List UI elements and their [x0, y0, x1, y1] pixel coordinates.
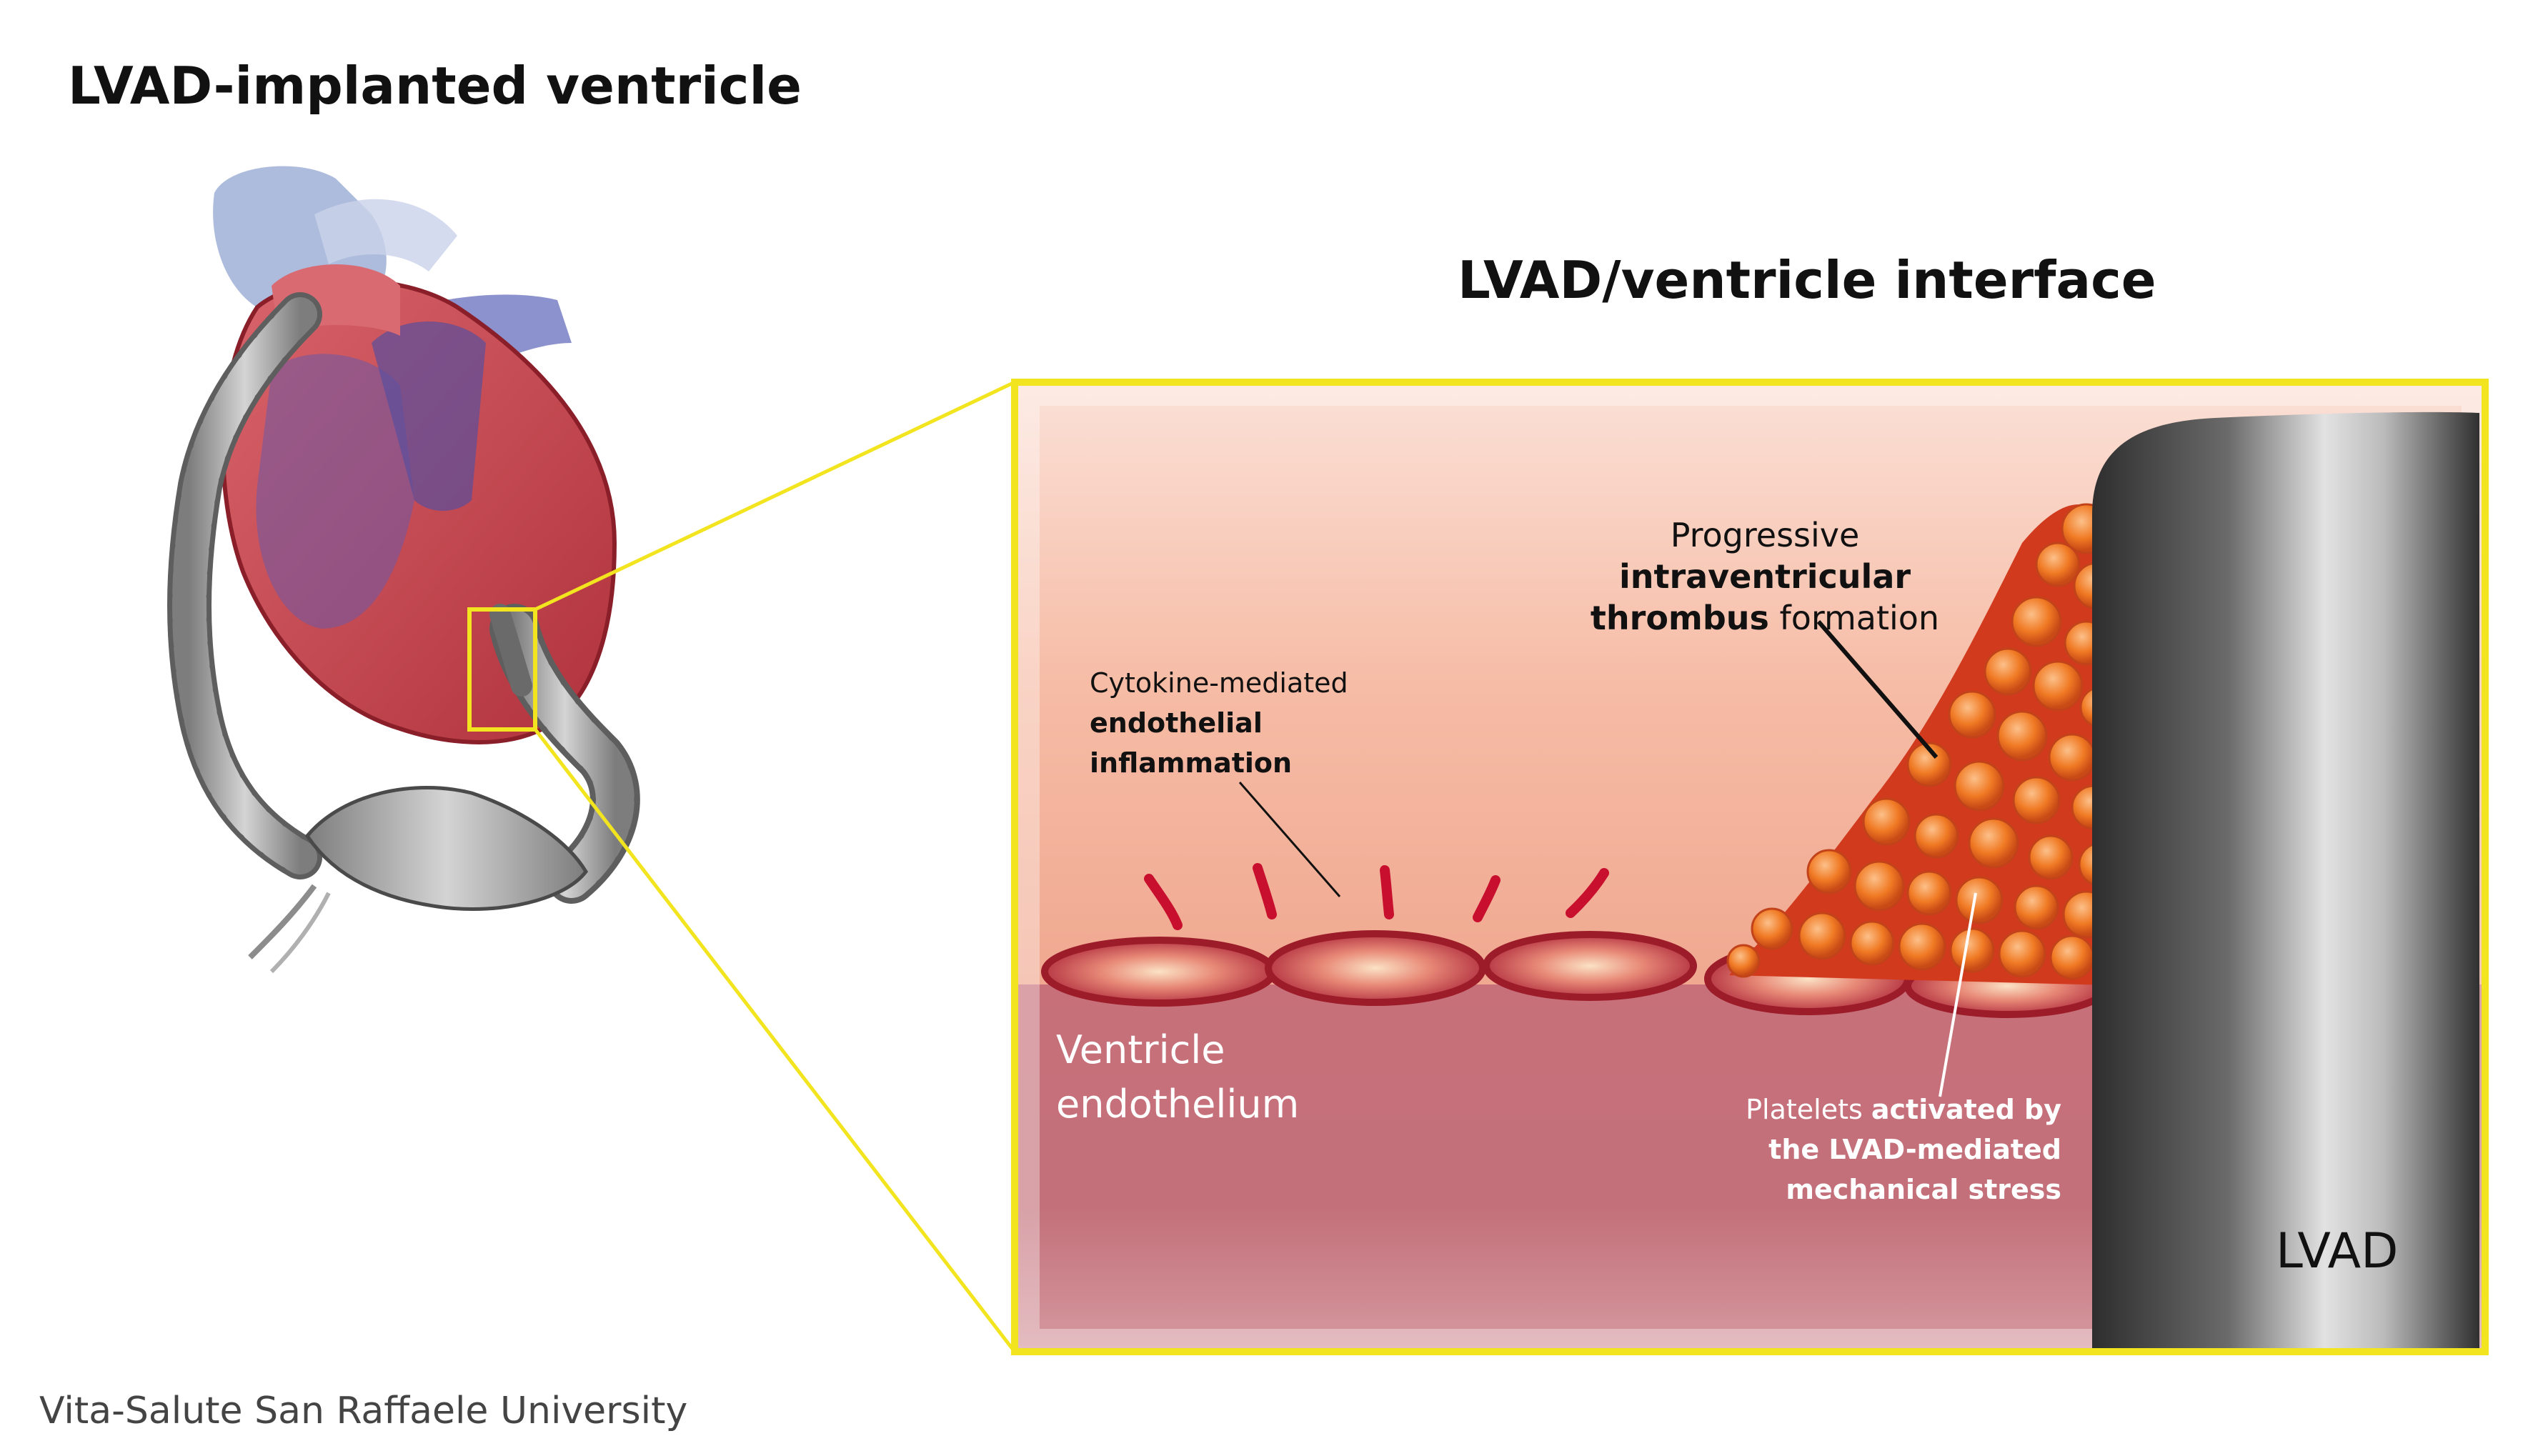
platelet: [2035, 542, 2081, 587]
platelet: [2012, 776, 2061, 824]
platelet: [1798, 912, 1846, 960]
interface-title: LVAD/ventricle interface: [1458, 250, 2156, 310]
platelet: [1996, 710, 2048, 762]
pump-cable-2: [269, 892, 331, 974]
platelets-label: Platelets activated by the LVAD-mediated…: [1643, 1089, 2061, 1210]
endothelial-cell: [1265, 930, 1486, 1006]
platelet: [1806, 849, 1852, 894]
vein-vessel: [314, 199, 457, 271]
platelet: [1906, 742, 1952, 787]
pump-housing: [304, 786, 589, 911]
cytokine-pointer: [1238, 782, 1341, 897]
platelet: [1954, 760, 2005, 812]
cytokine-label-line: endothelial: [1090, 707, 1263, 739]
thrombus-pointer: [1816, 620, 1939, 759]
platelet: [1898, 922, 1946, 971]
lvad-device: [2092, 412, 2479, 1350]
lvad-label: LVAD: [2276, 1223, 2399, 1280]
zoom-box-small: [467, 607, 537, 732]
platelets-pointer: [1939, 892, 1977, 1097]
interface-panel: [1018, 384, 2483, 1350]
cytokine-label: Cytokine-mediated endothelial inflammati…: [1090, 663, 1348, 783]
zoom-line-top: [534, 380, 1016, 612]
platelet: [1906, 870, 1952, 916]
platelet: [1998, 929, 2046, 978]
platelet: [1914, 813, 1959, 859]
platelet: [1849, 920, 1895, 966]
heart-illustration: [167, 166, 640, 974]
endothelial-cell: [1041, 937, 1277, 1007]
ventricle-endothelium-label: Ventricle endothelium: [1056, 1023, 1299, 1132]
platelet: [1949, 927, 1995, 973]
thrombus-label: Progressive intraventricular thrombus fo…: [1536, 514, 1994, 639]
zoom-box-large: [1011, 379, 2489, 1355]
platelet: [2048, 733, 2096, 782]
platelet: [1862, 797, 1911, 846]
apical-insert: [489, 604, 532, 697]
platelet: [1955, 876, 2004, 924]
platelets-label-part: Platelets: [1746, 1094, 1871, 1125]
credit-text: Vita-Salute San Raffaele University: [39, 1390, 688, 1432]
cytokine-label-line: inflammation: [1090, 747, 1293, 779]
platelet: [1726, 944, 1761, 978]
ventricle-label-line: Ventricle: [1056, 1027, 1225, 1072]
platelet: [1968, 817, 2019, 869]
platelet: [2032, 660, 2084, 712]
thrombus-label-part: thrombus: [1590, 599, 1769, 637]
right-chamber: [256, 354, 414, 629]
ventricle-label-line: endothelium: [1056, 1082, 1300, 1127]
main-title: LVAD-implanted ventricle: [68, 56, 802, 116]
inflammation-marks: [1144, 863, 1609, 930]
outflow-graft-inner: [172, 297, 317, 874]
pulmonary-trunk: [372, 321, 486, 511]
platelet: [1984, 647, 2032, 696]
platelet: [2028, 834, 2074, 880]
thrombus-label-part: intraventricular: [1618, 557, 1911, 596]
platelet: [2011, 596, 2062, 647]
platelets-label-line: mechanical stress: [1786, 1174, 2061, 1205]
pump-cable: [248, 884, 317, 959]
platelet: [2014, 884, 2059, 930]
cytokine-label-line: Cytokine-mediated: [1090, 667, 1348, 699]
platelet: [1751, 907, 1793, 950]
endothelial-cell: [1483, 931, 1697, 1001]
platelet: [2049, 934, 2095, 980]
thrombus-label-part: formation: [1768, 599, 1940, 637]
platelet-aggregates: [1726, 503, 2136, 982]
platelets-label-line: the LVAD-mediated: [1768, 1134, 2061, 1165]
platelet: [1948, 690, 1996, 739]
platelet: [1853, 860, 1905, 912]
zoom-line-bottom: [534, 728, 1016, 1353]
platelets-label-part: activated by: [1871, 1094, 2061, 1125]
thrombus-label-part: Progressive: [1670, 516, 1860, 554]
